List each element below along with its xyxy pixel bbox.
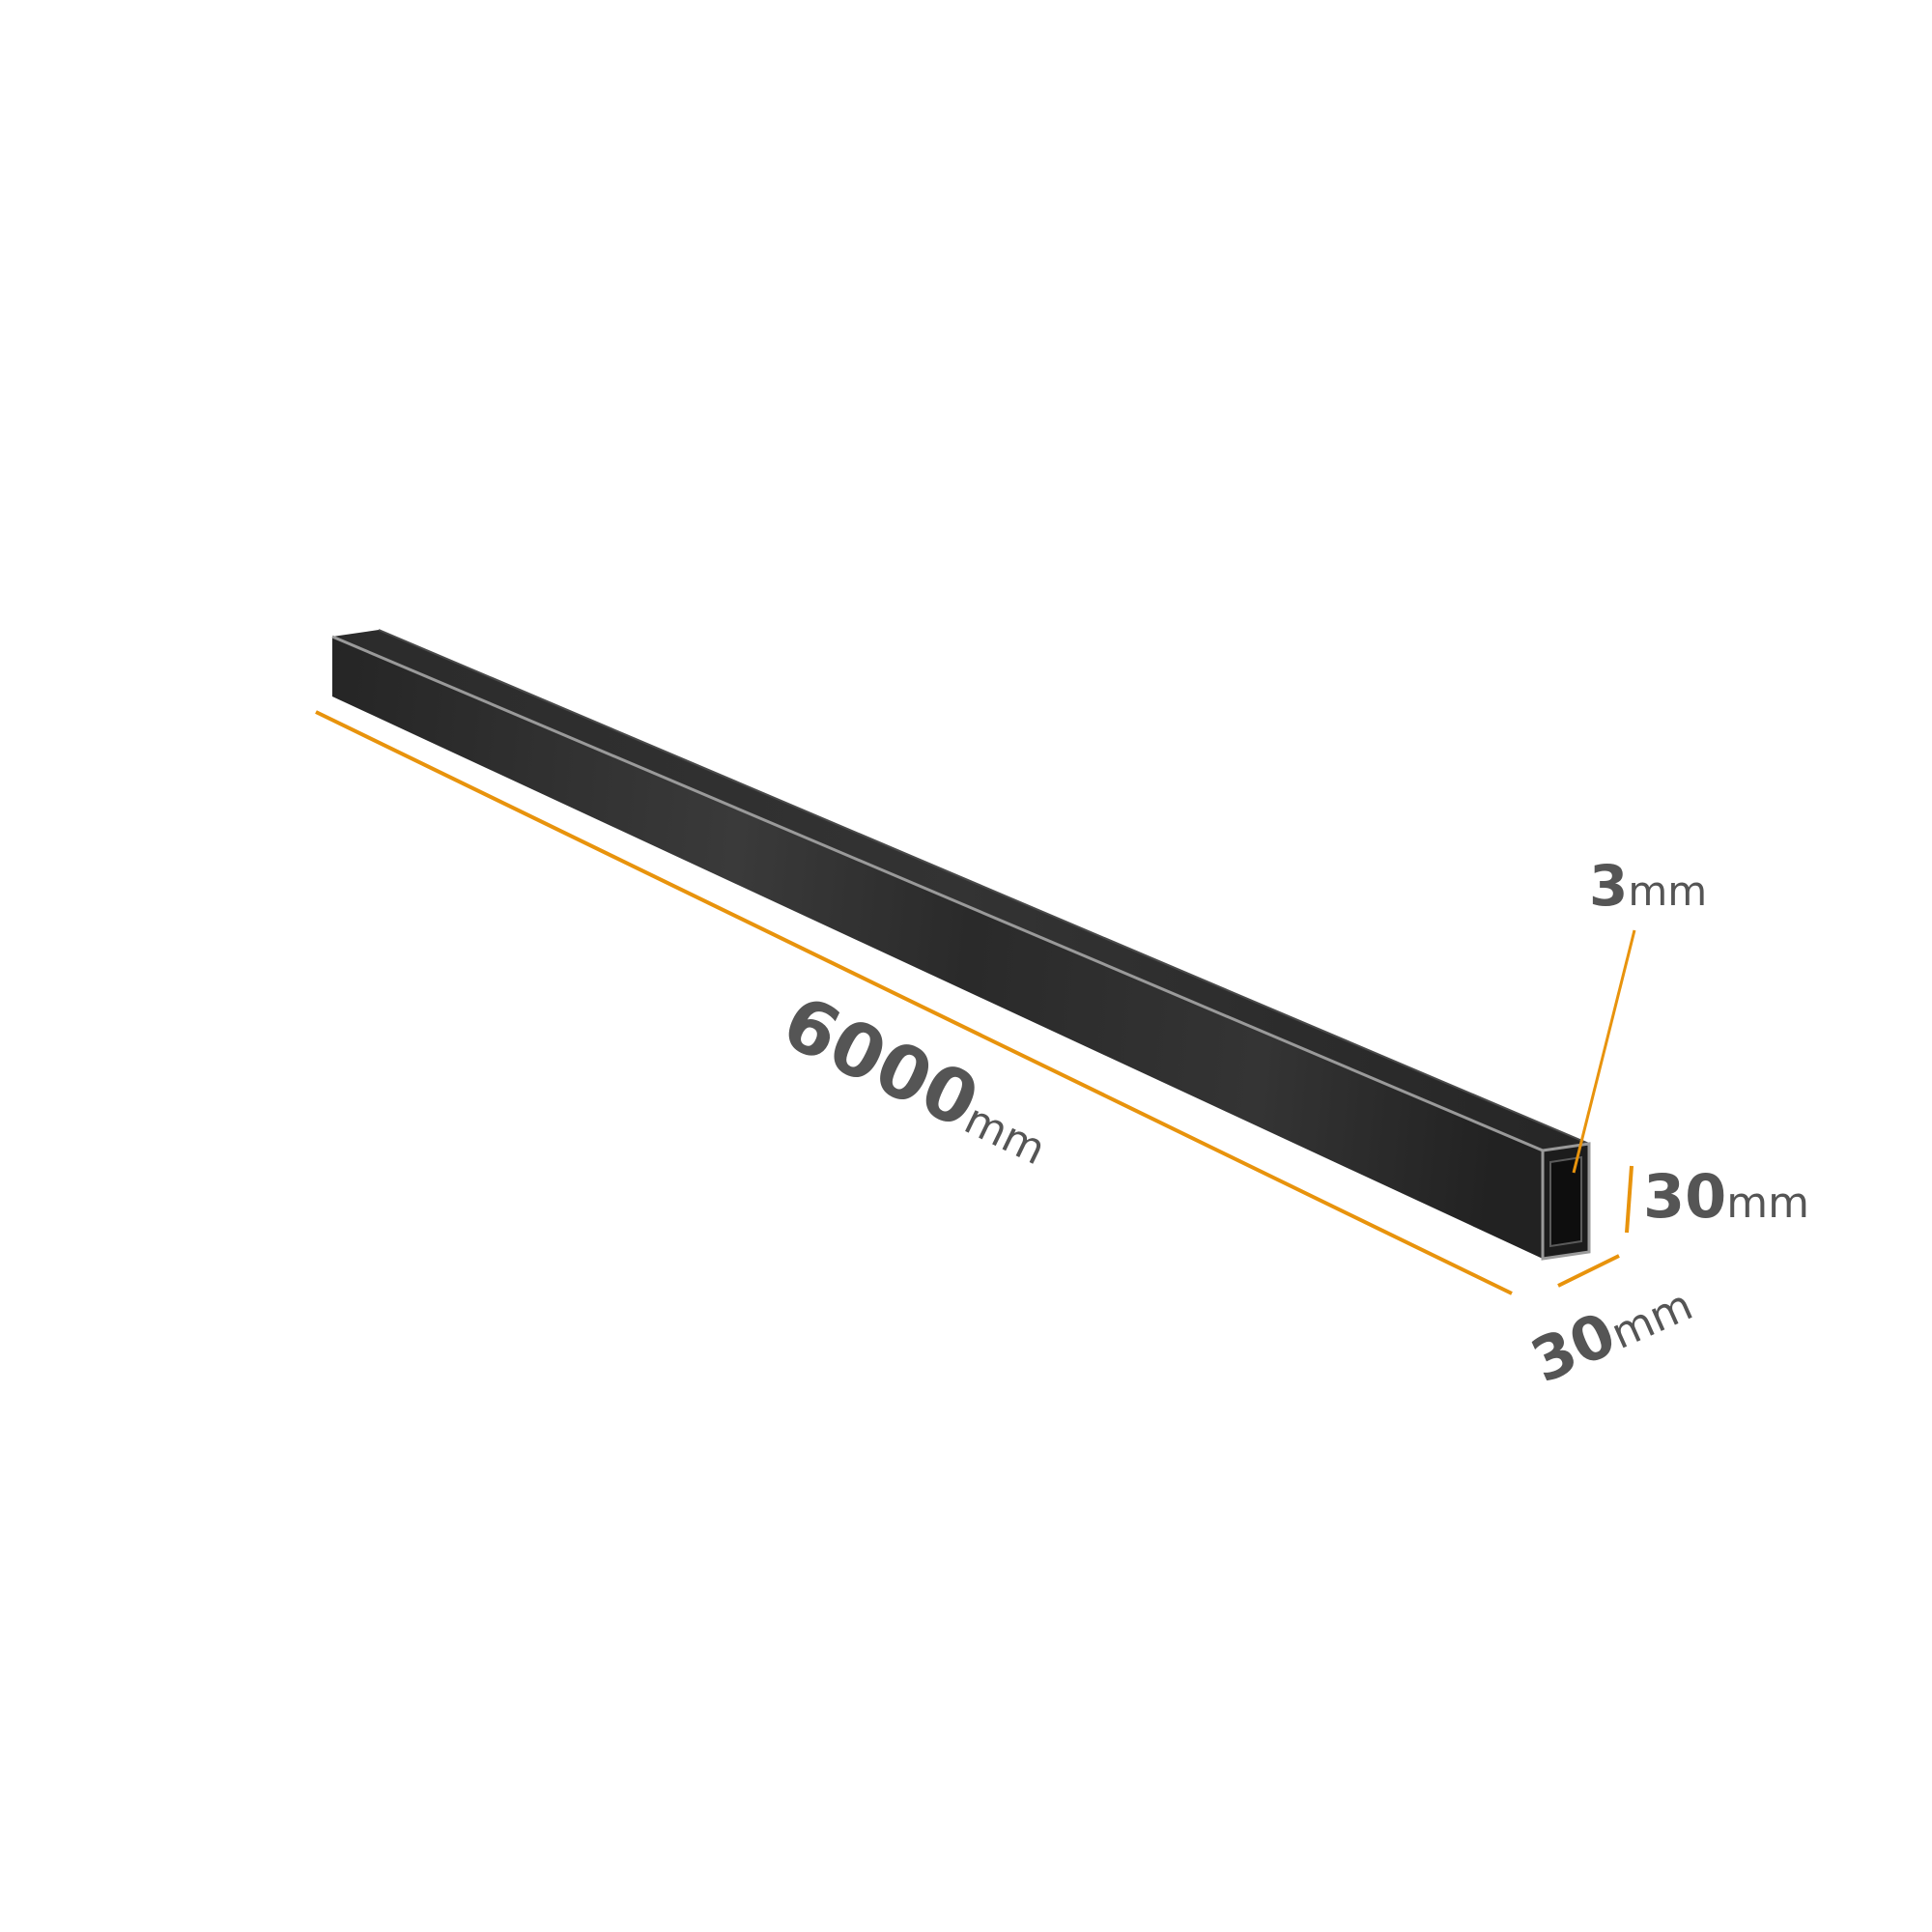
tube-top-edge-highlight: [331, 635, 1544, 1152]
width-label: 30mm: [1520, 1264, 1701, 1397]
thickness-value: 3: [1589, 853, 1628, 919]
thickness-leader-line: [1572, 929, 1636, 1174]
width-dimension-line: [1557, 1254, 1620, 1288]
tube-top-face: [332, 630, 1589, 1151]
tube-top-back-edge: [378, 629, 1590, 1145]
tube-front-face: [332, 637, 1543, 1259]
thickness-label: 3mm: [1589, 853, 1707, 919]
height-label: 30mm: [1643, 1161, 1809, 1232]
height-dimension-line: [1625, 1165, 1634, 1234]
length-value: 6000: [770, 979, 991, 1145]
length-dimension-line: [315, 710, 1513, 1295]
thickness-unit: mm: [1628, 867, 1707, 915]
width-unit: mm: [1605, 1280, 1700, 1358]
steel-tube: [331, 629, 1591, 1261]
height-value: 30: [1643, 1161, 1726, 1232]
height-unit: mm: [1726, 1179, 1809, 1228]
tube-hollow-opening: [1549, 1155, 1582, 1248]
dimension-lines: [315, 710, 1636, 1295]
